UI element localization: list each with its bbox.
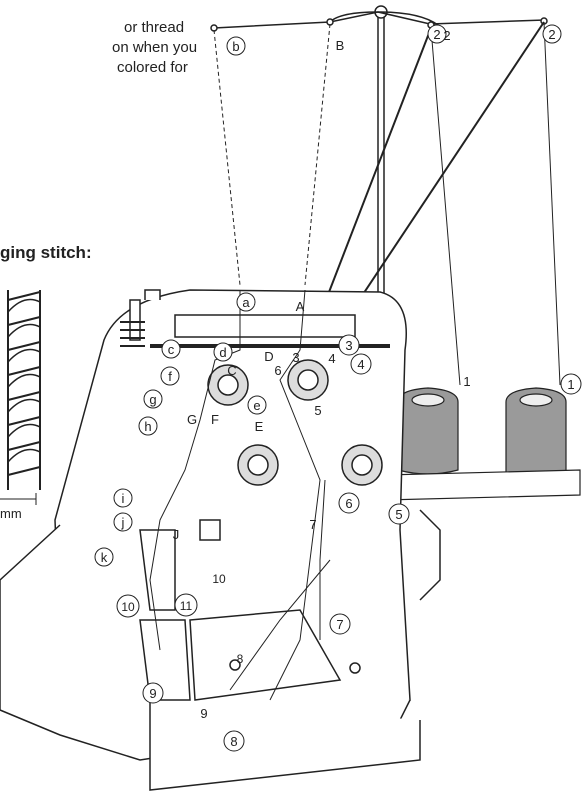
intro-text-line-3: colored for [117,59,188,76]
stitch-width-unit: mm [0,506,22,521]
number-labels: 2 3 4 1 5 6 7 10 9 8 [200,28,470,721]
label-circled-2-right: 2 [548,27,555,42]
label-circled-2-left: 2 [433,27,440,42]
label-7: 7 [309,517,316,532]
label-circled-j: j [121,515,125,530]
label-circled-h: h [144,419,151,434]
thread-paths-machine [149,289,331,701]
label-circled-8: 8 [230,734,237,749]
label-circled-11: 11 [180,599,193,613]
label-9: 9 [200,706,207,721]
label-circled-10: 10 [121,600,135,614]
label-circled-b: b [232,39,239,54]
label-circled-6: 6 [345,496,352,511]
stitch-heading: ging stitch: [0,243,92,262]
label-circled-k: k [101,550,108,565]
machine-body [0,289,441,791]
label-circled-f: f [168,369,172,384]
label-E: E [255,419,264,434]
label-circled-g: g [149,392,156,407]
circled-number-labels: 2 2 3 4 1 5 6 7 8 9 10 11 [116,24,582,752]
label-circled-5: 5 [395,507,402,522]
intro-text-line-2: on when you [112,39,198,56]
label-3: 3 [292,350,299,365]
label-circled-i: i [122,491,125,506]
label-circled-1: 1 [567,377,574,392]
label-6: 6 [274,363,281,378]
label-8: 8 [237,652,244,666]
stitch-width-dimension [0,493,37,505]
label-circled-c: c [168,342,175,357]
label-A: A [296,299,305,314]
label-G: G [187,412,197,427]
label-2: 2 [443,28,450,43]
stitch-sample [7,290,41,490]
label-circled-9: 9 [149,686,156,701]
thread-spools [384,387,581,501]
label-F: F [211,412,219,427]
label-1: 1 [463,374,470,389]
label-circled-4: 4 [357,357,364,372]
label-B: B [336,38,345,53]
label-circled-7: 7 [336,617,343,632]
intro-text-line-1: or thread [124,19,185,36]
label-10: 10 [212,572,226,586]
label-5: 5 [314,403,321,418]
label-circled-a: a [242,295,250,310]
label-4: 4 [328,351,335,366]
letter-labels: B A D C G F E J [173,38,345,542]
label-circled-d: d [219,345,226,360]
circled-letter-labels: b a d c f g h e i j k [94,36,267,567]
label-J: J [173,527,180,542]
label-circled-3: 3 [345,338,352,353]
label-D: D [264,349,273,364]
label-C: C [227,363,236,378]
label-circled-e: e [253,398,260,413]
